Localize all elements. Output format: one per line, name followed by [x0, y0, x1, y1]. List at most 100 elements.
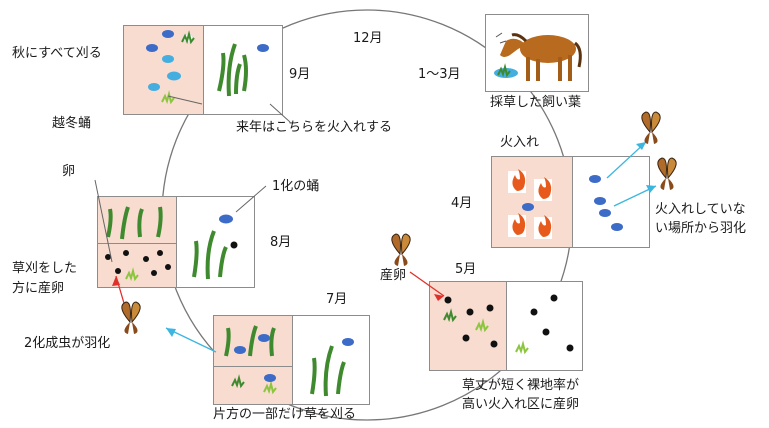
burned-area — [492, 157, 572, 247]
butterfly-icon — [121, 301, 141, 334]
grass-stub-icon — [125, 267, 139, 282]
april-content — [508, 169, 623, 239]
pupa-icon — [146, 44, 158, 52]
label-next-year-burn: 来年はこちらを火入れする — [236, 120, 393, 135]
unburned-area — [506, 282, 582, 370]
pupa-icon — [594, 197, 606, 205]
grass-icon — [120, 206, 130, 240]
egg-dot — [165, 264, 171, 270]
label-month-apr: 4月 — [451, 196, 473, 211]
pupa-icon — [342, 338, 354, 346]
label-egg: 卵 — [62, 164, 76, 179]
grass-icon — [192, 240, 199, 278]
label-autumn-cut: 秋にすべて刈る — [12, 46, 102, 61]
pupa-icon — [599, 209, 611, 217]
pupa-icon — [589, 175, 601, 183]
egg-dot — [115, 268, 121, 274]
label-oviposition: 産卵 — [380, 268, 407, 283]
egg-dot — [542, 328, 550, 336]
butterfly-icon — [657, 157, 677, 190]
egg-dot — [566, 344, 574, 352]
label-month-may: 5月 — [455, 262, 477, 277]
uncut-area — [176, 197, 254, 287]
label-month-jan-mar: 1〜3月 — [418, 67, 461, 82]
label-second-gen-emerge: 2化成虫が羽化 — [24, 336, 111, 351]
egg-dot — [462, 334, 470, 342]
pupa-icon — [234, 346, 246, 354]
label-forage: 採草した飼い葉 — [490, 95, 582, 110]
grass-icon — [106, 208, 113, 238]
pupa-icon — [167, 71, 181, 81]
grass-icon — [269, 327, 276, 357]
egg-dot — [490, 340, 498, 348]
panel-jan-mar — [485, 14, 589, 92]
panel-september — [123, 25, 283, 115]
label-emerge-unburned: 火入れしていな い場所から羽化 — [655, 202, 747, 236]
grass-stub-icon — [181, 30, 195, 45]
grass-stub-icon — [475, 318, 489, 333]
pupa-icon — [264, 374, 276, 382]
horse-icon — [494, 32, 582, 81]
label-first-gen-pupa: 1化の蛹 — [272, 179, 320, 194]
panel-april — [491, 156, 650, 248]
unburned-area — [572, 157, 649, 247]
september-content — [146, 30, 269, 105]
grass-icon — [137, 208, 144, 238]
grass-icon — [226, 43, 237, 97]
grass-stub-icon — [263, 380, 277, 395]
egg-dot — [486, 304, 494, 312]
may-content — [443, 294, 574, 355]
grass-icon — [323, 345, 334, 397]
grass-icon — [310, 357, 317, 395]
label-burning: 火入れ — [500, 135, 540, 150]
egg-dot — [123, 250, 129, 256]
pupa-icon — [257, 44, 269, 52]
pupa-icon — [258, 334, 270, 342]
label-month-dec: 12月 — [353, 31, 383, 46]
label-lay-on-cut: 草刈をした 方に産卵 — [12, 261, 78, 296]
pupa-icon — [219, 214, 233, 224]
grass-stub-icon — [231, 374, 245, 389]
fire-icon — [534, 177, 552, 201]
label-month-jul: 7月 — [326, 292, 348, 307]
grass-stub-icon — [161, 90, 175, 105]
grass-icon — [224, 327, 231, 357]
label-cut-part: 片方の一部だけ草を刈る — [213, 407, 357, 422]
egg-dot — [530, 308, 538, 316]
label-lay-on-burned: 草丈が短く裸地率が 高い火入れ区に産卵 — [462, 378, 580, 412]
uncut-area — [203, 26, 282, 114]
grass-icon — [156, 206, 163, 238]
egg-dot — [550, 294, 558, 302]
label-month-sep: 9月 — [289, 67, 311, 82]
pupa-icon — [522, 203, 534, 211]
grass-icon — [205, 230, 216, 280]
egg-dot — [151, 270, 157, 276]
pupa-icon — [162, 55, 174, 63]
grass-icon — [217, 52, 226, 92]
grass-icon — [248, 325, 258, 357]
fire-icon — [508, 213, 526, 237]
egg-dot — [157, 250, 163, 256]
pupa-icon — [611, 223, 623, 231]
egg-dot — [466, 308, 474, 316]
egg-dot — [230, 241, 238, 249]
fire-icon — [508, 169, 526, 193]
fire-icon — [534, 215, 552, 239]
august-content — [105, 206, 238, 282]
panel-july — [213, 315, 370, 405]
egg-dot — [444, 296, 452, 304]
grass-stub-icon — [443, 308, 457, 323]
panel-august — [97, 196, 255, 288]
grass-stub-icon — [515, 340, 529, 355]
egg-dot — [105, 254, 111, 260]
label-month-aug: 8月 — [270, 235, 292, 250]
butterfly-icon — [641, 111, 661, 144]
label-overwinter-pupa: 越冬蛹 — [52, 116, 92, 131]
butterfly-icon — [391, 233, 411, 266]
pupa-icon — [162, 30, 174, 38]
egg-dot — [143, 256, 149, 262]
july-content — [224, 325, 354, 397]
uncut-area — [292, 316, 369, 404]
